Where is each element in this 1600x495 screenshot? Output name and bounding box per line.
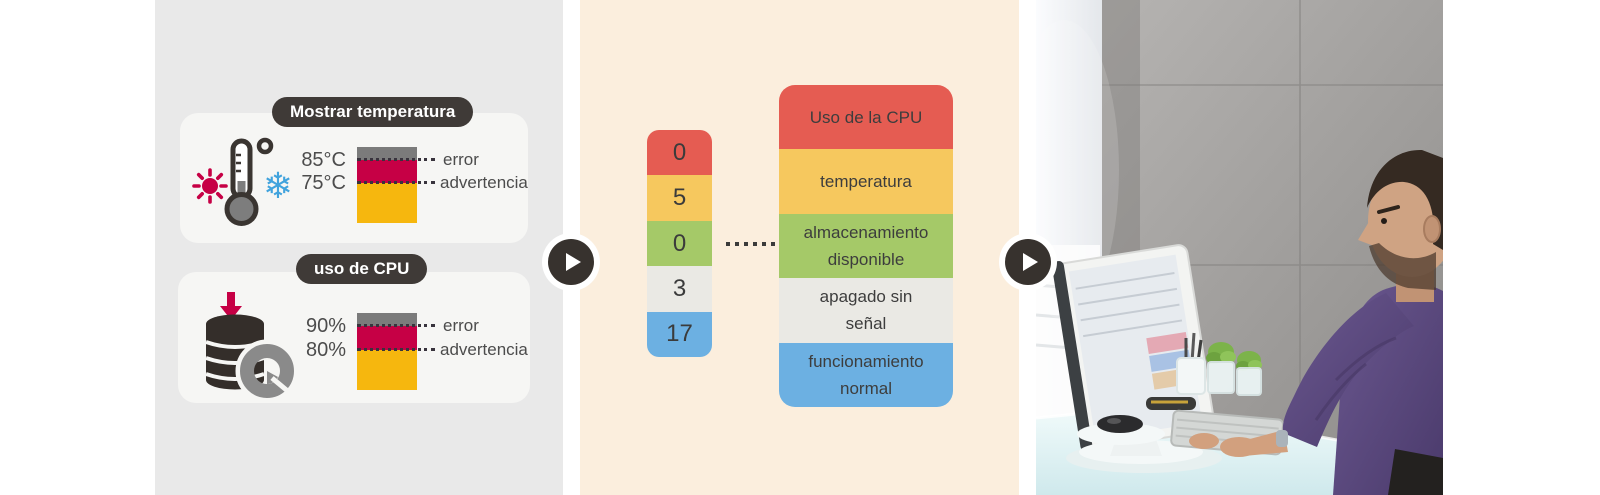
dotted-leader-warning	[357, 181, 435, 184]
count-temperature: 5	[647, 175, 712, 221]
status-category-bar: Uso de la CPU temperatura almacenamiento…	[779, 85, 953, 407]
warning-label: advertencia	[440, 173, 528, 192]
category-cpu: Uso de la CPU	[779, 85, 953, 150]
thermometer-glyph	[224, 137, 274, 226]
panel-monitor-thresholds: Mostrar temperatura	[155, 0, 563, 495]
cpu-threshold-bar	[357, 313, 417, 390]
status-count-bar: 0 5 0 3 17	[647, 130, 712, 357]
bar-normal-zone	[357, 350, 417, 390]
category-storage: almacenamiento disponible	[779, 213, 953, 279]
thermometer-icon: ❄	[190, 137, 294, 234]
person-trousers	[1388, 449, 1443, 495]
cpu-warning-value: 80%	[305, 339, 346, 361]
pie-chart-icon	[235, 339, 299, 403]
pen-cup	[1176, 332, 1206, 395]
warning-label: advertencia	[440, 340, 528, 359]
panel-status-summary: 0 5 0 3 17 Uso de la CPU temperatura alm…	[580, 0, 1019, 495]
person-beard	[1369, 243, 1436, 290]
play-icon	[566, 253, 581, 271]
down-arrow-icon	[220, 292, 242, 320]
database-icon	[205, 314, 265, 390]
panel-office-photo	[1036, 0, 1443, 495]
bar-normal-zone	[357, 183, 417, 223]
cpu-usage-badge: uso de CPU	[296, 254, 428, 284]
person-hair	[1367, 149, 1443, 250]
person-ear	[1423, 215, 1441, 243]
temperature-badge: Mostrar temperatura	[272, 97, 474, 127]
temperature-threshold-bar	[357, 147, 417, 223]
category-off: apagado sin señal	[779, 278, 953, 343]
count-normal: 17	[647, 311, 712, 357]
wristwatch	[1276, 430, 1288, 447]
snowflake-icon: ❄	[263, 166, 293, 207]
cpu-error-value: 90%	[305, 315, 346, 337]
category-temperature: temperatura	[779, 149, 953, 214]
person-hands	[1189, 430, 1288, 457]
succulent-plants	[1206, 342, 1262, 396]
desk-speaker	[1077, 415, 1165, 445]
light-flare	[1036, 20, 1119, 320]
dotted-leader-warning	[357, 348, 435, 351]
dotted-leader-error	[357, 158, 435, 161]
bar-warning-zone	[357, 160, 417, 183]
count-off: 3	[647, 266, 712, 312]
play-button-2[interactable]	[999, 233, 1057, 291]
storage-usage-icon	[204, 292, 299, 407]
person-head	[1358, 149, 1443, 302]
temp-warning-value: 75°C	[301, 172, 346, 194]
bar-warning-zone	[357, 326, 417, 350]
glasses-case	[1146, 397, 1196, 410]
dotted-leader-error	[357, 324, 435, 327]
person	[1189, 149, 1443, 495]
error-label: error	[443, 316, 479, 335]
error-label: error	[443, 150, 479, 169]
count-cpu: 0	[647, 130, 712, 176]
bar-error-zone	[357, 313, 417, 326]
play-circle	[1005, 239, 1051, 285]
dotted-connector	[726, 242, 775, 246]
count-storage: 0	[647, 220, 712, 267]
sun-icon	[192, 168, 228, 204]
play-icon	[1023, 253, 1038, 271]
cpu-usage-card: uso de CPU	[178, 254, 530, 403]
temp-error-value: 85°C	[301, 149, 346, 171]
temperature-card: Mostrar temperatura	[180, 97, 528, 243]
category-normal: funcionamiento normal	[779, 342, 953, 407]
bar-error-zone	[357, 147, 417, 160]
office-photo	[1036, 0, 1443, 495]
play-circle	[548, 239, 594, 285]
play-button-1[interactable]	[542, 233, 600, 291]
